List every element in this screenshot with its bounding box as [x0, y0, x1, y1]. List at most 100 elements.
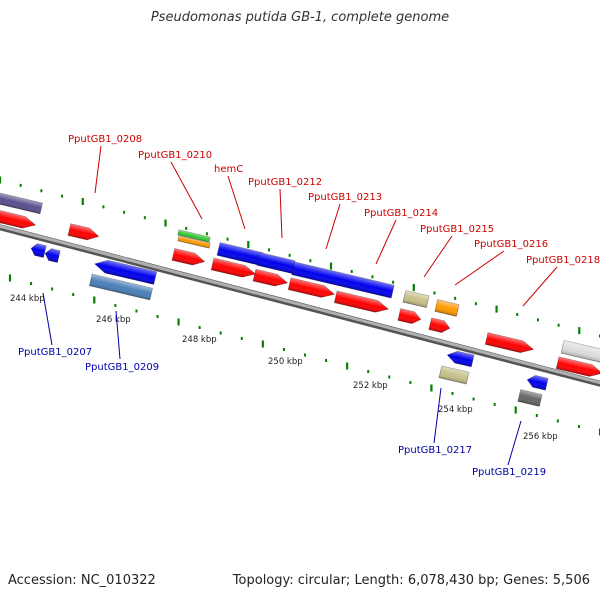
backbone	[0, 224, 600, 385]
gene-label: PputGB1_0214	[364, 208, 438, 219]
label-leader	[279, 188, 283, 239]
genome-summary: Topology: circular; Length: 6,078,430 bp…	[232, 573, 590, 588]
cds-0215	[397, 308, 422, 325]
feature-shading	[485, 332, 534, 353]
gene-0207b-blue	[44, 248, 61, 263]
gene-0212-blue	[256, 252, 296, 274]
feature-shading	[177, 229, 211, 243]
gene-label: PputGB1_0219	[472, 467, 546, 478]
accession-value: NC_010322	[80, 573, 156, 588]
gene-0207a-blue	[30, 243, 47, 258]
gene-label: PputGB1_0213	[308, 192, 382, 203]
cds-0216	[428, 317, 451, 333]
gene-0210-orange	[177, 235, 211, 249]
label-leader	[325, 203, 341, 250]
feature-shading	[0, 209, 36, 229]
label-leader	[94, 145, 102, 194]
gene-0215-khaki	[402, 289, 430, 309]
cds-0206	[0, 208, 37, 229]
gene-0219-grey	[517, 389, 543, 407]
cds-0212	[252, 268, 289, 287]
feature-shading	[177, 235, 211, 249]
feature-shading	[428, 317, 450, 333]
genes-label: Genes:	[503, 573, 549, 588]
gene-0216-orange	[434, 299, 460, 317]
gene-0217-blue	[446, 350, 475, 368]
label-layer: 244 kbp 246 kbp 248 kbp 250 kbp 252 kbp 254 k…	[10, 134, 600, 478]
feature-shading	[561, 340, 600, 364]
feature-shading	[447, 351, 475, 367]
scale-label: 244 kbp	[10, 294, 45, 304]
gene-0209-blue	[94, 259, 158, 285]
feature-shading	[94, 260, 157, 285]
feature-shading	[0, 190, 43, 214]
length-value: 6,078,430 bp	[407, 573, 495, 588]
label-leader	[433, 387, 442, 444]
gene-0220-grey	[560, 339, 600, 365]
feature-shading	[211, 258, 256, 278]
accession-info: Accession: NC_010322	[8, 573, 156, 588]
gene-0206-purple	[0, 189, 43, 215]
cds-0218	[484, 332, 535, 353]
label-leader	[170, 161, 203, 220]
scale-label: 246 kbp	[96, 315, 131, 325]
upper-ruler-track	[0, 176, 600, 338]
gene-0210-green	[177, 229, 211, 243]
scale-label: 248 kbp	[182, 335, 217, 345]
gene-label: PputGB1_0217	[398, 445, 472, 456]
feature-shading	[556, 356, 600, 377]
topology-label: Topology:	[232, 573, 294, 588]
cds-0213	[287, 277, 336, 298]
label-leader	[42, 292, 53, 346]
length-label: Length:	[354, 573, 404, 588]
feature-shading	[172, 248, 205, 265]
scale-label: 254 kbp	[438, 405, 473, 415]
feature-layer	[0, 176, 600, 436]
scale-label: 252 kbp	[353, 381, 388, 391]
feature-shading	[89, 274, 153, 300]
gene-label: PputGB1_0210	[138, 150, 212, 161]
label-leader	[423, 235, 453, 278]
label-leader	[454, 250, 505, 286]
label-leader	[227, 175, 246, 230]
gene-0217-khaki	[438, 365, 470, 385]
gene-label: PputGB1_0207	[18, 347, 92, 358]
map-title: Pseudomonas putida GB-1, complete genome	[150, 10, 450, 25]
feature-shading	[45, 248, 61, 263]
gene-0219-blue	[526, 375, 549, 391]
cds-0210	[171, 248, 206, 266]
cds-0220	[555, 356, 600, 377]
feature-shading	[217, 242, 263, 266]
gene-label: PputGB1_0215	[420, 224, 494, 235]
gene-label: PputGB1_0218	[526, 255, 600, 266]
scale-label: 250 kbp	[268, 357, 303, 367]
feature-shading	[397, 308, 421, 324]
feature-shading	[68, 223, 99, 240]
gene-label: PputGB1_0209	[85, 362, 159, 373]
feature-shading	[291, 262, 395, 298]
cds-0208	[67, 223, 100, 241]
gene-label: PputGB1_0208	[68, 134, 142, 145]
label-leader	[507, 420, 522, 466]
lower-ruler-track	[8, 274, 600, 436]
gene-0209-steelblue	[88, 273, 154, 301]
feature-shading	[288, 277, 335, 298]
cds-0214	[333, 290, 390, 313]
gene-label: PputGB1_0212	[248, 177, 322, 188]
feature-shading	[517, 389, 543, 407]
cds-hemc	[210, 257, 257, 278]
label-leader	[375, 219, 397, 265]
gene-label: PputGB1_0216	[474, 239, 548, 250]
feature-shading	[438, 365, 470, 385]
feature-shading	[253, 269, 288, 287]
feature-shading	[402, 290, 430, 308]
feature-shading	[527, 375, 549, 391]
genes-value: 5,506	[552, 573, 590, 588]
feature-shading	[334, 290, 389, 313]
gene-label: hemC	[214, 164, 243, 175]
label-leader	[522, 266, 558, 307]
topology-value: circular	[297, 573, 346, 588]
gene-0213-blue	[291, 261, 395, 299]
